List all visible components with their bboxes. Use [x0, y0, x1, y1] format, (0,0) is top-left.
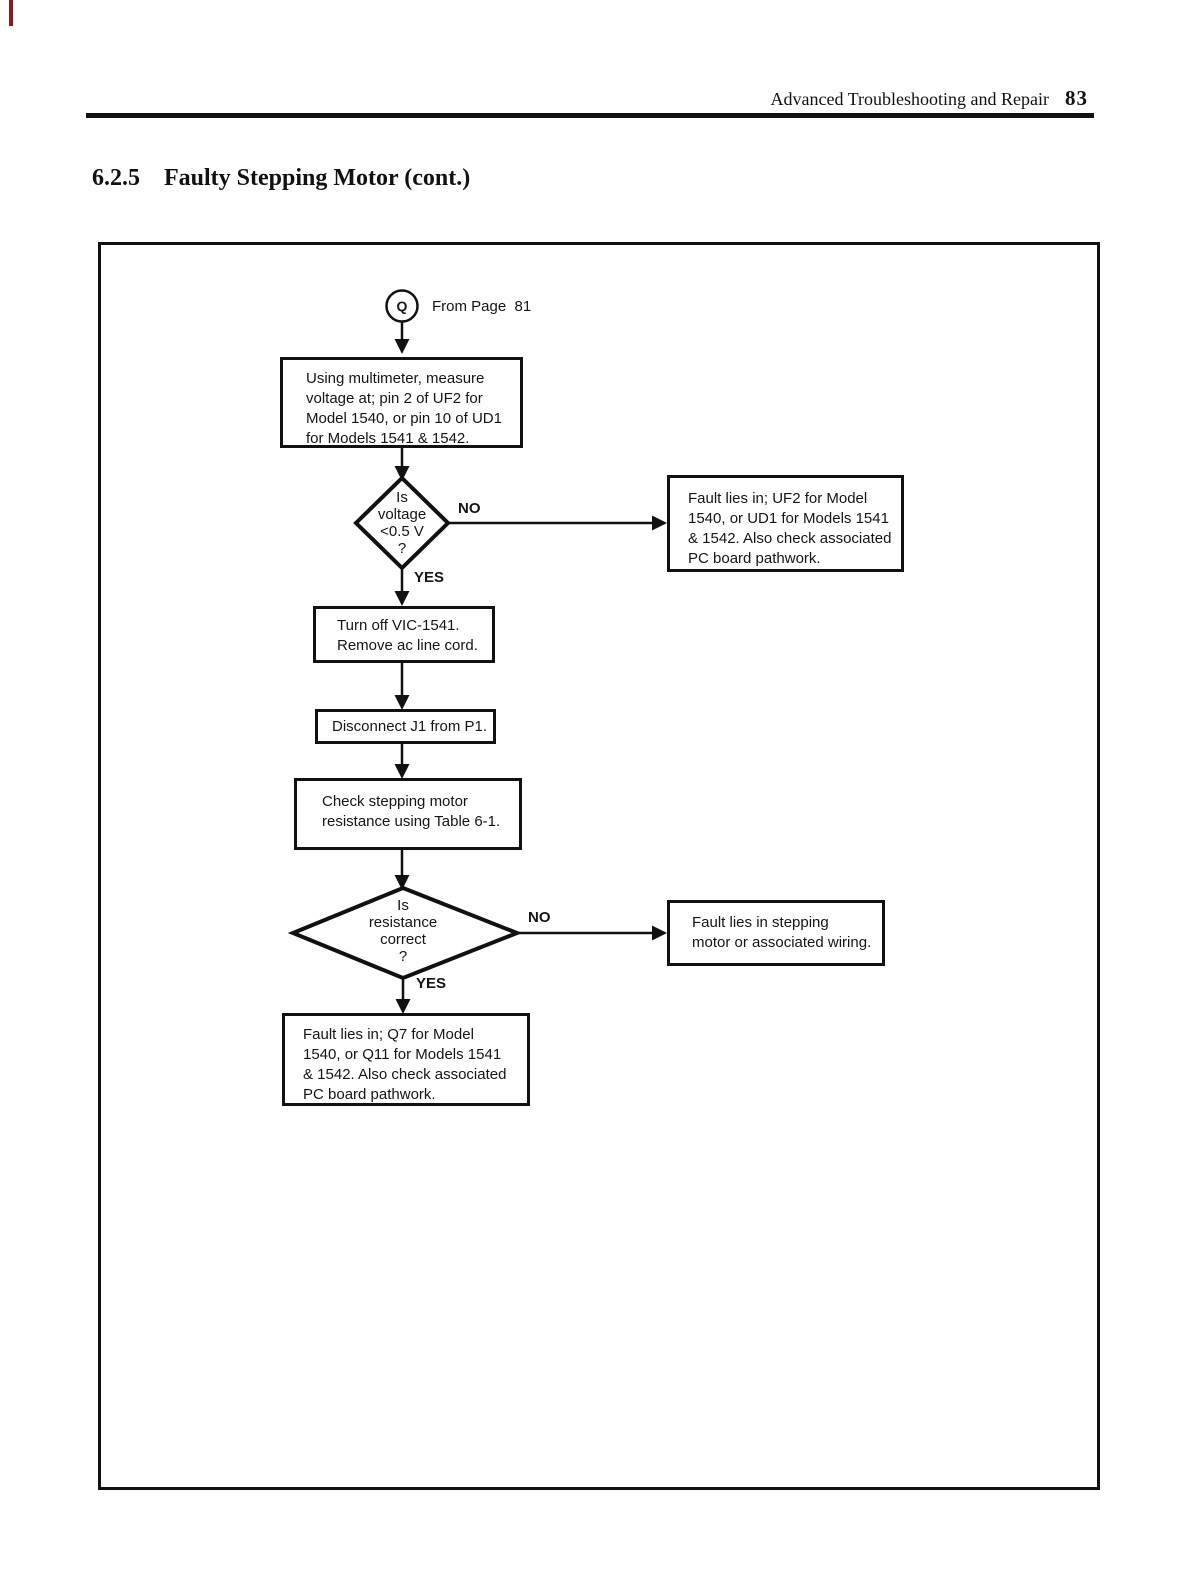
section-number: 6.2.5	[92, 165, 140, 191]
scan-artifact-mark	[9, 0, 13, 26]
section-title-text: Faulty Stepping Motor (cont.)	[164, 165, 471, 191]
flow-node-text: Check stepping motor resistance using Ta…	[322, 793, 501, 830]
no-branch-label: NO	[528, 909, 551, 926]
flow-node-measure-voltage: Using multimeter, measure voltage at; pi…	[280, 357, 523, 448]
page-number: 83	[1065, 86, 1088, 110]
yes-branch-label: YES	[414, 569, 445, 586]
header-rule	[86, 113, 1094, 118]
connector-caption: From Page 81	[432, 298, 532, 315]
flow-node-disconnect: Disconnect J1 from P1.	[315, 709, 496, 744]
flow-node-text: Fault lies in; Q7 for Model 1540, or Q11…	[303, 1026, 507, 1103]
running-header-title: Advanced Troubleshooting and Repair	[770, 89, 1049, 109]
flow-node-check-resistance: Check stepping motor resistance using Ta…	[294, 778, 522, 850]
running-header: Advanced Troubleshooting and Repair 83	[771, 86, 1088, 111]
flow-node-turn-off: Turn off VIC-1541. Remove ac line cord.	[313, 606, 495, 663]
flow-node-text: Fault lies in stepping motor or associat…	[692, 914, 872, 951]
flow-node-voltage-fault: Fault lies in; UF2 for Model 1540, or UD…	[667, 475, 904, 572]
flow-node-text: Disconnect J1 from P1.	[332, 718, 488, 735]
voltage-decision-text: Is voltage <0.5 V ?	[377, 489, 427, 557]
section-heading: 6.2.5 Faulty Stepping Motor (cont.)	[92, 165, 470, 192]
flow-node-final-fault: Fault lies in; Q7 for Model 1540, or Q11…	[282, 1013, 530, 1106]
no-branch-label: NO	[458, 500, 481, 517]
yes-branch-label: YES	[416, 975, 447, 992]
flow-node-text: Using multimeter, measure voltage at; pi…	[306, 370, 502, 447]
flow-node-resistance-fault: Fault lies in stepping motor or associat…	[667, 900, 885, 966]
connector-letter: Q	[396, 298, 408, 314]
flow-node-text: Turn off VIC-1541. Remove ac line cord.	[337, 617, 478, 654]
flow-node-text: Fault lies in; UF2 for Model 1540, or UD…	[688, 490, 892, 567]
resistance-decision-text: Is resistance correct ?	[368, 897, 438, 965]
flowchart-border	[98, 242, 1100, 1490]
